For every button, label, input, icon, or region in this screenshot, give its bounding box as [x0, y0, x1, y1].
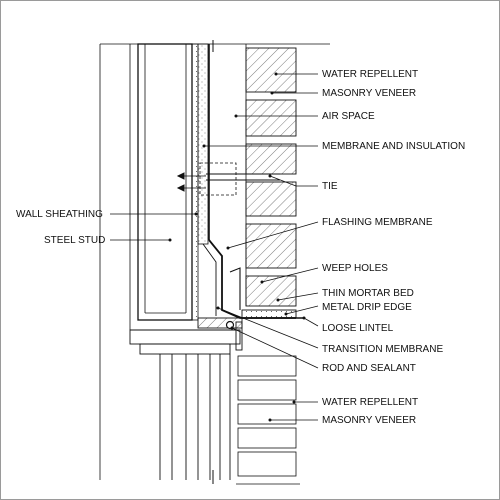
- label-transition-membrane: TRANSITION MEMBRANE: [322, 344, 443, 355]
- wall-sheathing: [191, 43, 199, 321]
- label-thin-mortar-bed: THIN MORTAR BED: [322, 288, 414, 299]
- label-masonry-veneer-top: MASONRY VENEER: [322, 88, 416, 99]
- label-weep-holes: WEEP HOLES: [322, 263, 388, 274]
- label-metal-drip-edge: METAL DRIP EDGE: [322, 302, 412, 313]
- interior-lines: [99, 44, 131, 480]
- label-flashing-membrane: FLASHING MEMBRANE: [322, 217, 433, 228]
- tie-assembly: [176, 162, 280, 196]
- label-air-space: AIR SPACE: [322, 111, 375, 122]
- masonry-veneer-lower: [236, 355, 300, 485]
- label-loose-lintel: LOOSE LINTEL: [322, 323, 394, 334]
- label-tie: TIE: [322, 181, 338, 192]
- label-membrane-insulation: MEMBRANE AND INSULATION: [322, 141, 465, 152]
- steel-stud: [137, 43, 193, 321]
- masonry-veneer-upper: [245, 47, 297, 307]
- label-water-repellent-bottom: WATER REPELLENT: [322, 397, 418, 408]
- label-wall-sheathing: WALL SHEATHING: [16, 209, 103, 220]
- window-frame: [129, 329, 241, 480]
- leader-arrowheads: [168, 72, 306, 422]
- label-water-repellent-top: WATER REPELLENT: [322, 69, 418, 80]
- insulation-layer: [197, 43, 209, 245]
- label-rod-sealant: ROD AND SEALANT: [322, 363, 416, 374]
- label-masonry-veneer-bottom: MASONRY VENEER: [322, 415, 416, 426]
- leader-lines: [110, 73, 319, 421]
- label-steel-stud: STEEL STUD: [44, 235, 105, 246]
